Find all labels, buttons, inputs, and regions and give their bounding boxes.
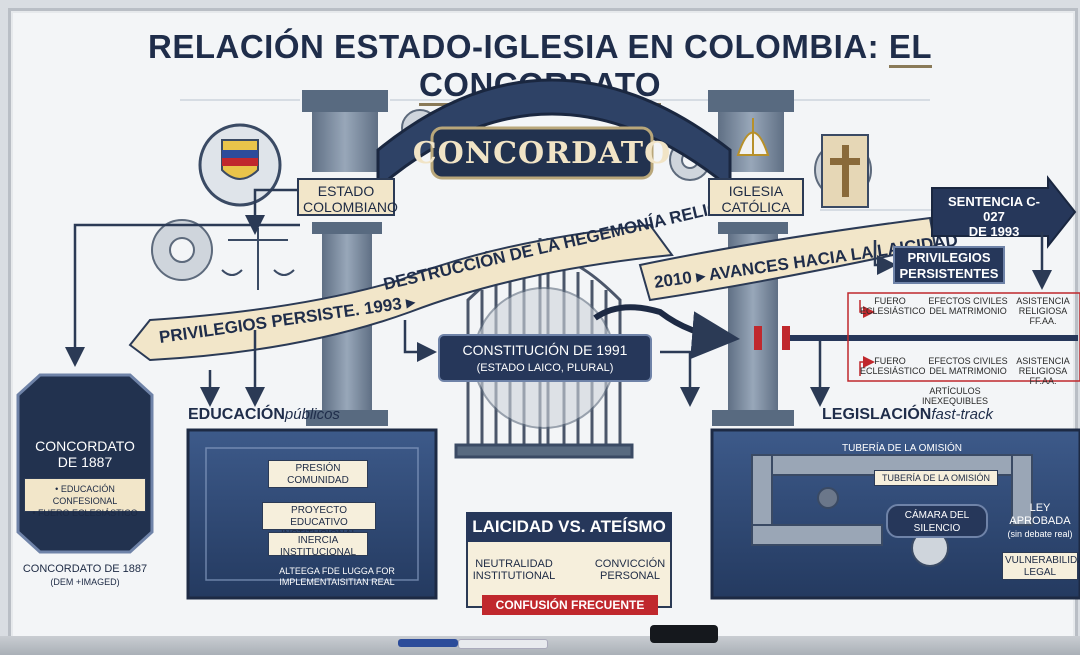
educacion-note: ALTEEGA FDE LUGGA FOR IMPLEMENTAISITIAN … <box>279 566 395 587</box>
educacion-heading: EDUCACIÓNpúblicos <box>188 406 340 424</box>
inexequible-top-2: EFECTOS CIVILES DEL MATRIMONIO <box>928 296 1008 316</box>
pillar-label-estado: ESTADO COLOMBIANO <box>297 178 398 216</box>
inexequible-bottom-3: ASISTENCIA RELIGIOSA FF.AA. <box>1016 356 1070 386</box>
constitucion-line1: CONSTITUCIÓN DE 1991 <box>462 342 628 358</box>
cross-icon <box>821 134 869 208</box>
constitucion-box: CONSTITUCIÓN DE 1991 (ESTADO LAICO, PLUR… <box>438 334 652 382</box>
inexequible-bottom-2: EFECTOS CIVILES DEL MATRIMONIO <box>928 356 1008 376</box>
banner-ribbon <box>128 223 674 362</box>
concordato-1887-caption: CONCORDATO DE 1887 <box>22 563 148 575</box>
colombia-coat-of-arms-icon <box>198 123 282 207</box>
title-main: RELACIÓN ESTADO-IGLESIA EN COLOMBIA: <box>148 28 889 65</box>
sentencia-arrow <box>931 175 1077 249</box>
constitucion-line2: (ESTADO LAICO, PLURAL) <box>476 362 614 374</box>
inexequible-top-3: ASISTENCIA RELIGIOSA FF.AA. <box>1016 296 1070 326</box>
laicidad-left: NEUTRALIDAD INSTITUTIONAL <box>472 558 556 582</box>
ley-aprobada-text: LEY APROBADA <box>1009 502 1071 527</box>
concordato-1887-subcaption: (DEM +IMAGED) <box>50 577 120 587</box>
legislacion-heading-main: LEGISLACIÓN <box>822 406 932 423</box>
concordato-1887-title: CONCORDATO DE 1887 <box>35 438 135 470</box>
white-marker-icon[interactable] <box>458 639 548 649</box>
tuberia-mid-label: TUBERÍA DE LA OMISIÓN <box>874 470 998 486</box>
pillar-label-iglesia: IGLESIA CATÓLICA <box>708 178 804 216</box>
confusion-frecuente-badge: CONFUSIÓN FRECUENTE <box>482 595 658 615</box>
proyecto-educativo-box: PROYECTO EDUCATIVO INSTITUCIONAL <box>262 502 376 540</box>
ley-aprobada-label: LEY APROBADA (sin debate real) <box>1000 502 1080 541</box>
educacion-heading-main: EDUCACIÓN <box>188 406 285 423</box>
arch-label: CONCORDATO <box>413 136 671 171</box>
educacion-panel-inner <box>205 447 419 581</box>
tuberia-top-label: TUBERÍA DE LA OMISIÓN <box>841 443 963 454</box>
barrier-marker <box>782 326 790 350</box>
laicidad-right: CONVICCIÓN PERSONAL <box>594 558 666 582</box>
connector-arrows <box>65 188 1052 407</box>
concordato-1887-items: • EDUCACIÓN CONFESIONAL • FUERO ECLESIÁS… <box>24 478 146 518</box>
privilegios-persistentes-box: PRIVILEGIOS PERSISTENTES <box>893 246 1005 284</box>
sentencia-line2: DE 1993 <box>968 224 1020 239</box>
mitre-icon <box>736 118 770 156</box>
main-flow-arrow <box>593 304 740 360</box>
blue-marker-icon[interactable] <box>398 639 458 647</box>
arch <box>376 78 732 192</box>
arch-plaque <box>430 126 654 180</box>
eraser-icon[interactable] <box>650 625 718 643</box>
vulnerabilidad-legal-box: VULNERABILIDAD LEGAL <box>1002 552 1080 580</box>
sentencia-label: SENTENCIA C-027 DE 1993 <box>940 194 1048 239</box>
inexequibles-bracket <box>847 292 1080 382</box>
barrier-marker <box>754 326 762 350</box>
inexequible-top-1: FUERO ECLESIÁSTICO <box>860 296 926 316</box>
legislacion-heading-italic: fast-track <box>931 406 994 423</box>
left-pillar <box>302 90 388 426</box>
sentencia-line1: SENTENCIA C-027 <box>948 194 1040 224</box>
educacion-heading-italic: públicos <box>284 406 340 423</box>
presion-comunidad-box: PRESIÓN COMUNIDAD <box>268 460 368 488</box>
camara-del-silencio-box: CÁMARA DEL SILENCIO <box>886 504 988 538</box>
legislacion-heading: LEGISLACIÓNfast-track <box>822 406 993 424</box>
inexequibles-caption: ARTÍCULOS INEXEQUIBLES <box>921 386 989 406</box>
inexequible-bottom-1: FUERO ECLESIÁSTICO <box>860 356 926 376</box>
ley-aprobada-sub: (sin debate real) <box>1007 529 1073 539</box>
inercia-institucional-box: INERCIA INSTITUCIONAL <box>268 532 368 558</box>
pipe-icon <box>751 454 1033 567</box>
laicidad-title: LAICIDAD VS. ATEÍSMO <box>466 512 672 542</box>
